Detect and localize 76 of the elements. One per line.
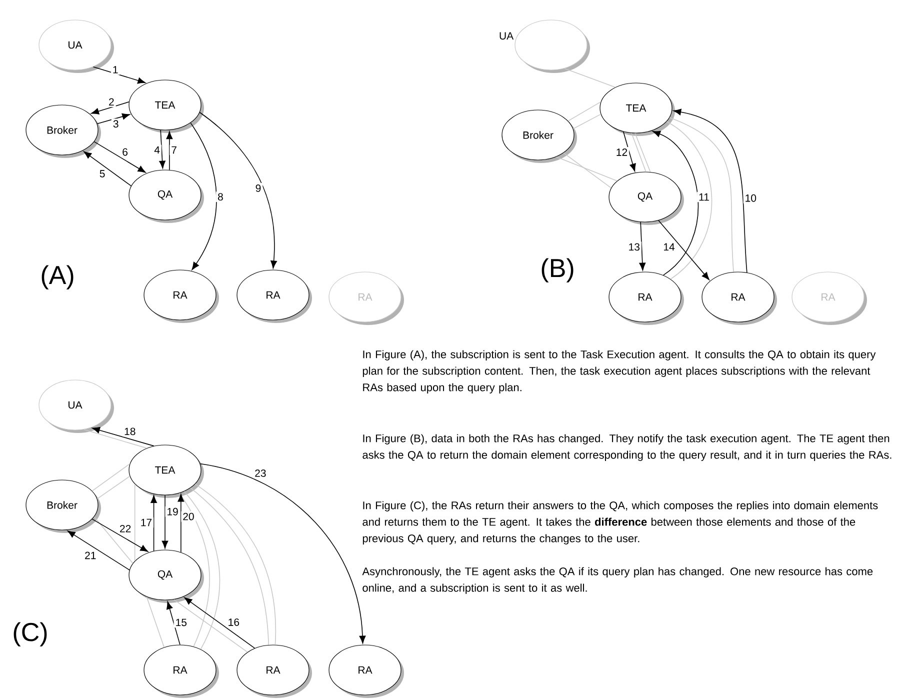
edge-label: 7 — [170, 144, 178, 156]
connector-line — [563, 152, 612, 188]
edge-label: 14 — [662, 242, 676, 252]
description-paragraph: Asynchronously, the TE agent asks the QA if its query plan has changed. One new resource has come online, and a subscription is sent to it as well. — [362, 567, 873, 594]
connector-line — [556, 156, 618, 182]
connector-line — [666, 121, 712, 280]
arrow — [199, 112, 277, 268]
connector-line — [194, 484, 276, 646]
edge-label: 18 — [122, 426, 138, 437]
edge-label: 3 — [111, 118, 120, 130]
connector-line — [190, 488, 269, 646]
arrow — [92, 66, 146, 84]
edge-label: 17 — [138, 517, 154, 528]
description-paragraph: In Figure (C), the RAs return their answers to the QA, which composes the replies into domain elements and returns them to the TE agent. It takes the difference between those elements and those of the previous QA query, and returns the changes to the user. — [362, 501, 878, 544]
edge-label: 6 — [120, 146, 130, 158]
connector-line — [669, 117, 734, 272]
arrow — [178, 494, 184, 553]
connector-line — [146, 596, 164, 648]
edge-label: 13 — [626, 242, 642, 252]
edge-label: 19 — [165, 506, 180, 517]
arrow — [673, 108, 748, 273]
edge-label: 2 — [107, 96, 116, 108]
edge-label: 11 — [697, 192, 711, 202]
arrow — [92, 518, 148, 552]
description-paragraph: In Figure (A), the subscription is sent to the Task Execution agent. It consults the QA to obtain its query plan for the subscription content. Then, the task execution agent places subscriptions with the relevant RAs based upon the query plan. — [362, 350, 876, 394]
arrow — [623, 131, 636, 172]
arrow — [184, 597, 256, 649]
arrow — [67, 530, 130, 570]
panel-label: (B) — [542, 258, 574, 282]
edge-label: 21 — [83, 550, 98, 561]
edge-label: 10 — [743, 192, 758, 204]
arrow — [94, 141, 146, 173]
arrow — [92, 427, 154, 446]
arrow — [159, 130, 166, 169]
edge-label: 15 — [174, 617, 188, 628]
arrow — [658, 220, 710, 280]
connector-line — [96, 476, 130, 500]
connector-line — [134, 484, 136, 562]
edge-label: 1 — [110, 64, 120, 75]
connector-line — [94, 516, 134, 564]
node-label: RA — [358, 666, 372, 674]
edge-label: 20 — [181, 511, 196, 522]
connector-line — [174, 599, 248, 652]
edge-label: 5 — [98, 168, 107, 179]
arrow — [166, 131, 173, 170]
description-paragraph: In Figure (B), data in both the RAs has changed. They notify the task execution agent. The TE agent then asks the QA to return the domain element corresponding to the query result, and it in turn queries the RAs. — [362, 434, 892, 461]
arrow — [91, 101, 130, 114]
arrow — [166, 601, 180, 646]
edge-label: 16 — [226, 617, 242, 628]
edge-label: 4 — [152, 144, 162, 156]
connector-line — [92, 463, 130, 492]
edge-label: 12 — [614, 147, 630, 158]
edge-label: 8 — [216, 192, 225, 202]
node-label: RA — [174, 666, 188, 674]
connector-line — [564, 68, 616, 88]
arrow — [84, 151, 132, 186]
panel-label: (A) — [42, 265, 74, 290]
connector-line — [179, 492, 210, 647]
connector-line — [631, 132, 646, 172]
arrow — [639, 222, 646, 271]
arrow — [150, 495, 157, 552]
arrow — [652, 130, 698, 276]
node-label: UA — [500, 32, 514, 40]
arrow — [200, 463, 366, 644]
edge-label: 23 — [253, 468, 268, 478]
edge-label: 22 — [118, 523, 133, 534]
panel-label: (C) — [14, 622, 47, 646]
arrow — [162, 494, 168, 548]
connector-line — [184, 491, 220, 650]
connector-line — [572, 114, 602, 130]
edge-label: 9 — [254, 182, 263, 194]
connector-line — [568, 101, 602, 122]
arrow — [190, 122, 217, 270]
connector-line — [84, 429, 148, 449]
connector-line — [634, 132, 651, 172]
arrow — [96, 113, 130, 124]
